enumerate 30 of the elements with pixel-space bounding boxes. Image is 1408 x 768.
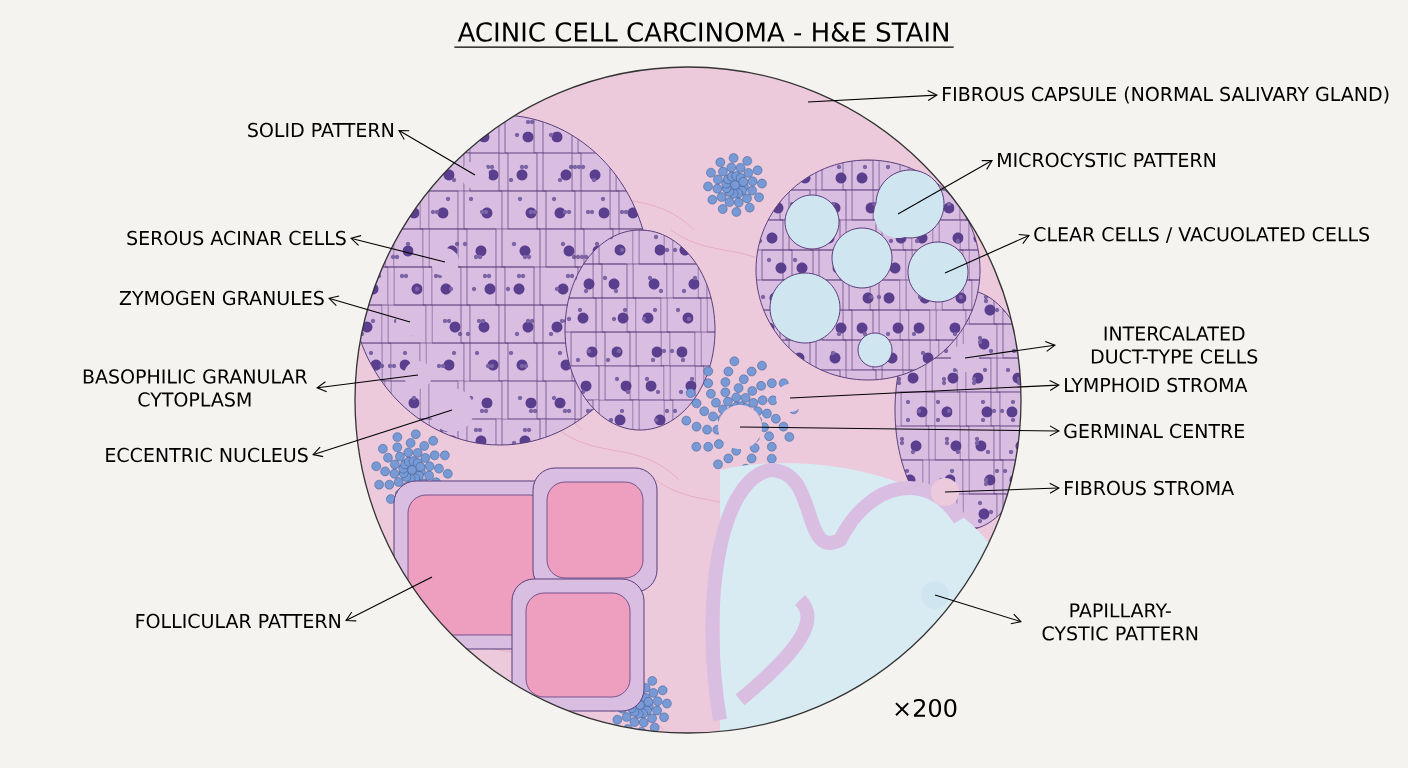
leader-line	[328, 295, 411, 323]
leader-line	[316, 374, 419, 393]
part-label: LYMPHOID STROMA	[1065, 377, 1248, 393]
leader-line	[739, 425, 1060, 437]
part-label: FIBROUS CAPSULE (NORMAL SALIVARY GLAND)	[943, 86, 1389, 104]
part-label: SEROUS ACINAR CELLS	[127, 230, 346, 246]
leader-line	[398, 130, 476, 176]
part-label: INTERCALATED DUCT-TYPE CELLS	[1091, 326, 1258, 364]
leader-line	[807, 90, 938, 103]
part-label: FOLLICULAR PATTERN	[136, 613, 340, 629]
part-label: PAPILLARY-CYSTIC PATTERN	[1042, 603, 1198, 641]
leader-line	[312, 409, 453, 458]
leader-line	[345, 576, 433, 622]
part-label: MICROCYSTIC PATTERN	[998, 152, 1215, 168]
part-label: BASOPHILIC GRANULAR CYTOPLASM	[83, 369, 308, 407]
leader-line	[964, 340, 1056, 359]
leader-line	[944, 482, 1060, 494]
magnification-label: ×200	[895, 698, 957, 718]
leader-line	[934, 594, 1022, 625]
leader-line	[944, 234, 1030, 274]
part-label: CLEAR CELLS / VACUOLATED CELLS	[1034, 227, 1370, 243]
part-label: SOLID PATTERN	[248, 122, 393, 138]
part-label: ECCENTRIC NUCLEUS	[106, 447, 308, 463]
title: ACINIC CELL CARCINOMA - H&E STAIN	[453, 22, 955, 48]
leader-line	[350, 235, 446, 263]
part-label: FIBROUS STROMA	[1065, 480, 1234, 496]
leader-line	[789, 379, 1060, 399]
part-label: GERMINAL CENTRE	[1064, 423, 1245, 439]
part-label: ZYMOGEN GRANULES	[119, 290, 324, 306]
leader-line	[897, 160, 993, 215]
